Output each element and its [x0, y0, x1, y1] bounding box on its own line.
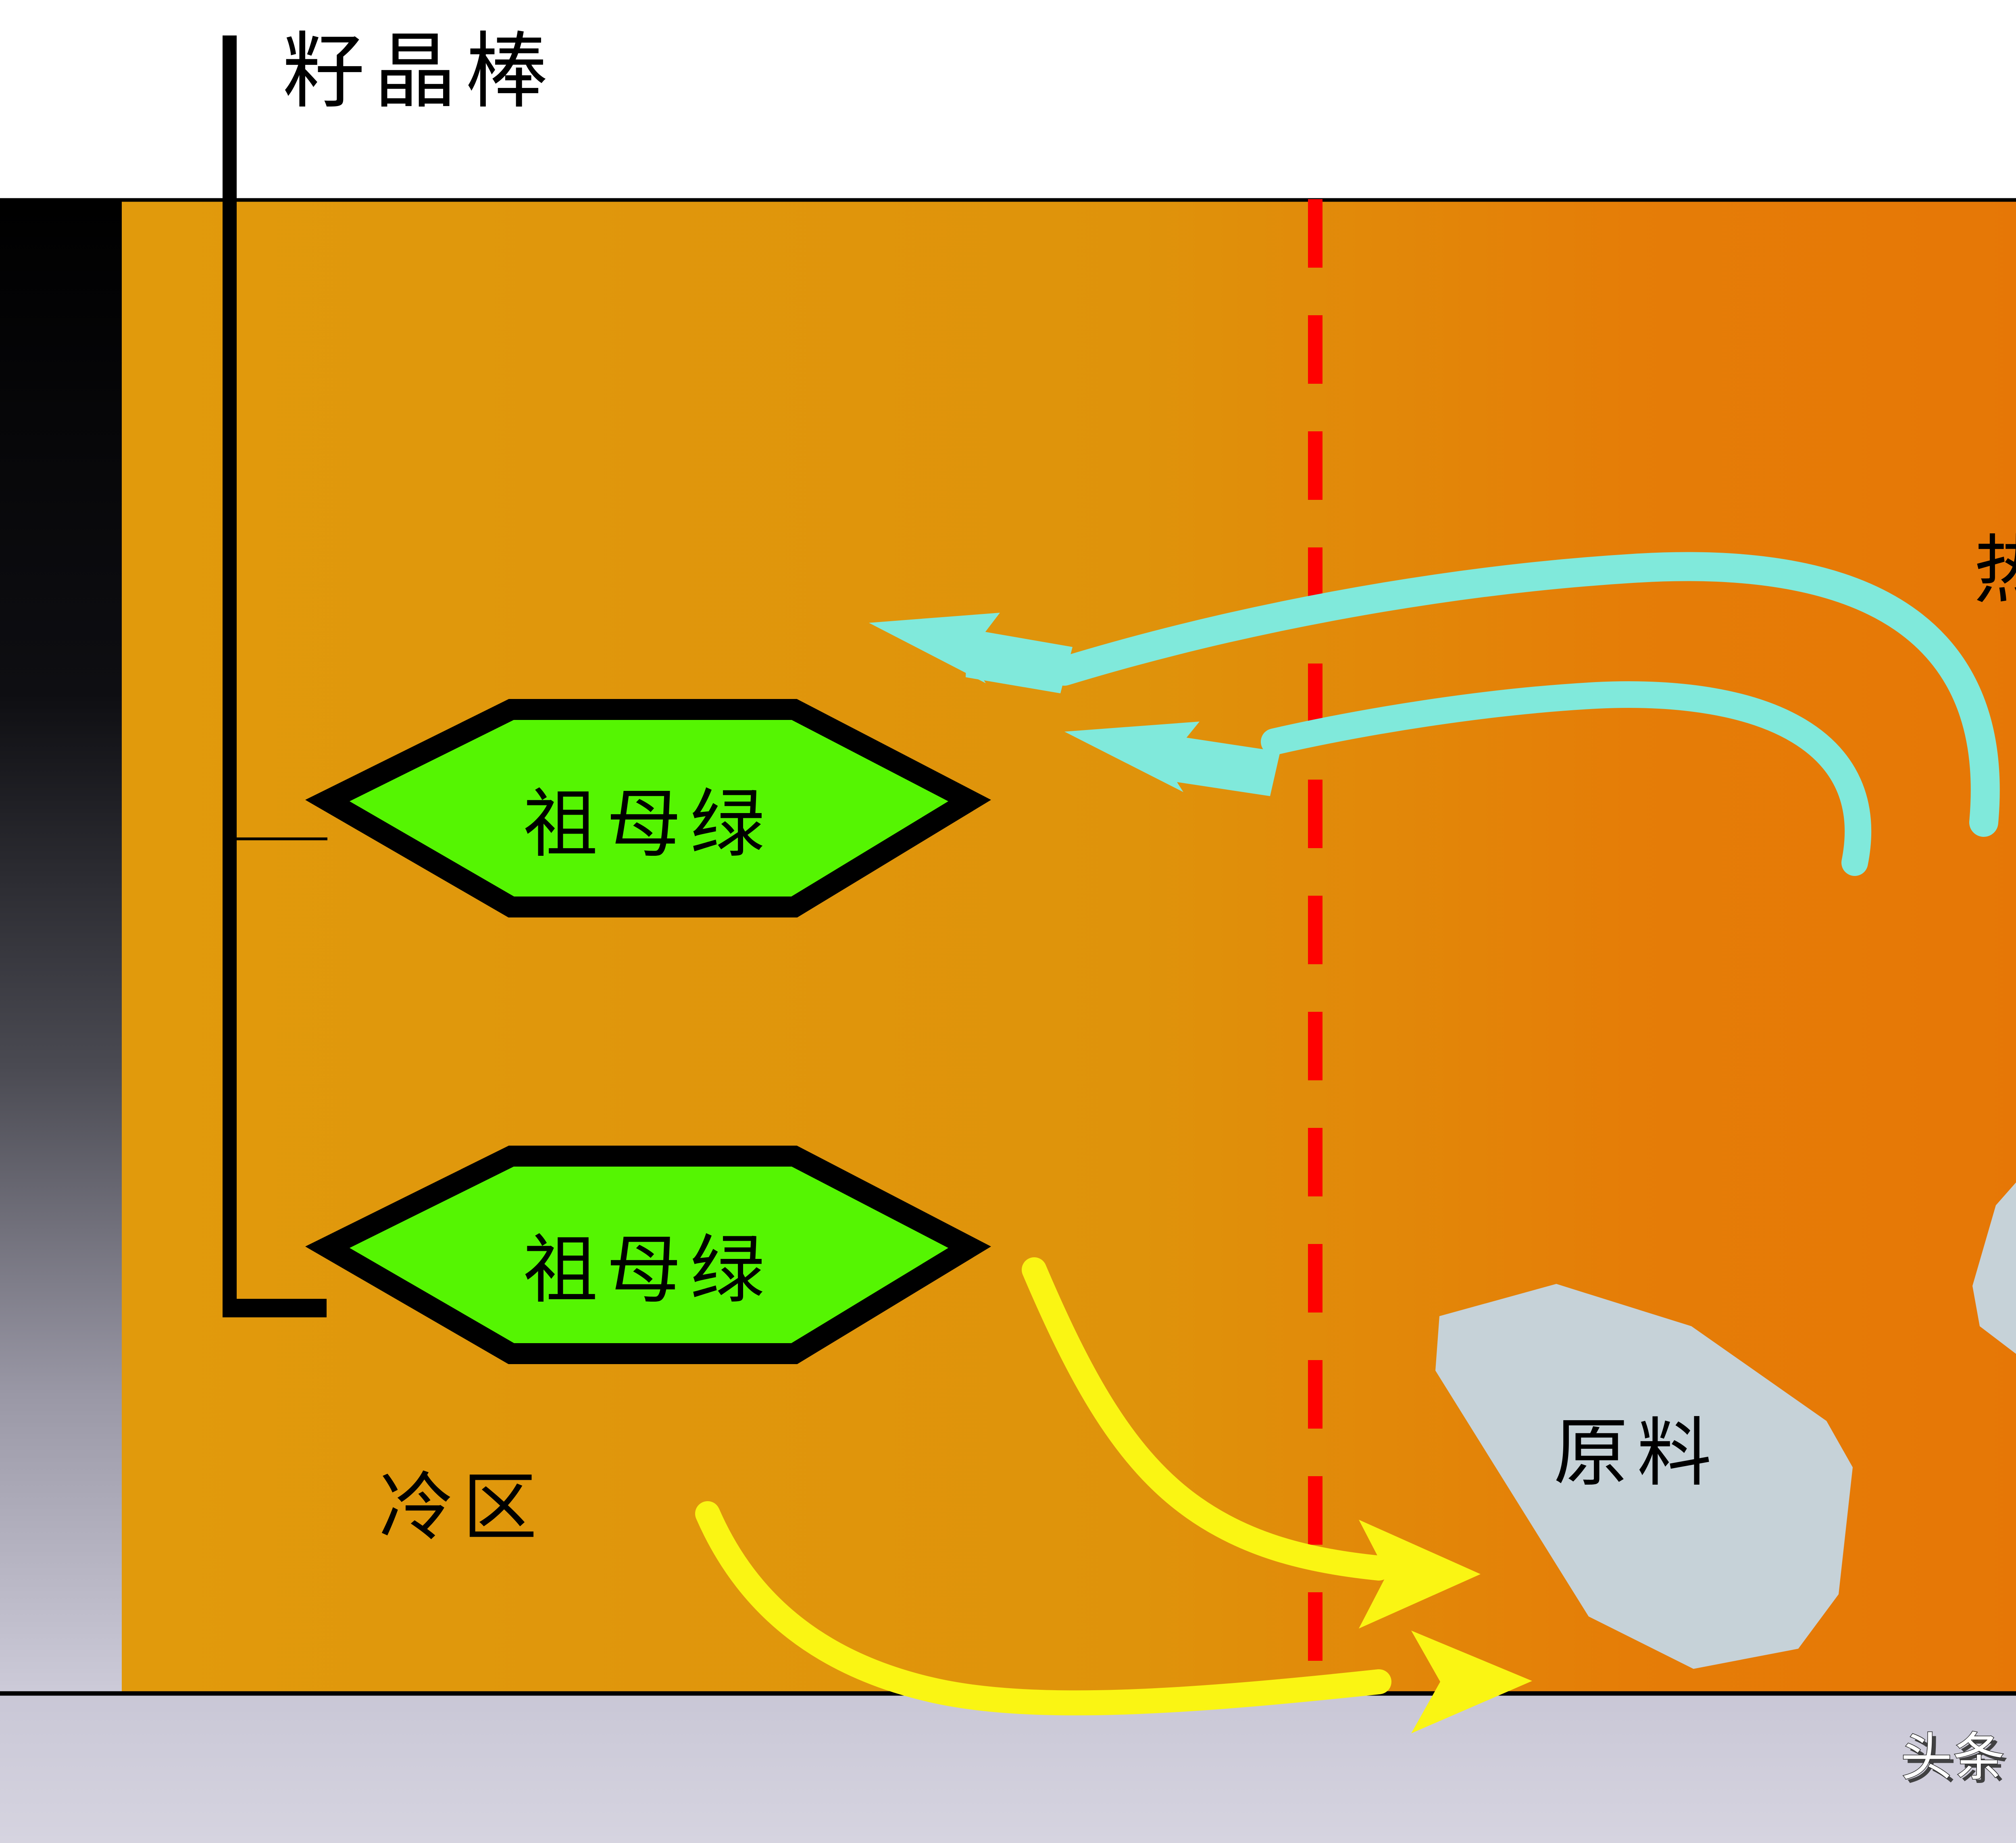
transport-arrow-lower-head [1411, 1631, 1532, 1733]
convection-arrow-outer-head-blend [966, 629, 1073, 693]
watermark-shadow: 头条 @小艾同学研究室 [1905, 1731, 2016, 1791]
emerald-crystal-upper-label: 祖母绿 [523, 780, 774, 867]
transport-arrow-upper [1022, 1257, 1391, 1581]
seed-rod-title: 籽晶棒 [282, 24, 557, 120]
feedstock-blob-left [1435, 1284, 1853, 1669]
seed-rod [223, 35, 327, 1317]
feedstock-label-left: 原料 [1554, 1409, 1720, 1496]
feedstock-blob-top-right [1972, 1182, 2016, 1354]
floor-band [0, 1693, 2016, 1843]
transport-arrow-lower [695, 1501, 1391, 1716]
transport-arrow-upper-head [1359, 1520, 1481, 1629]
emerald-crystal-lower [305, 1146, 991, 1364]
watermark: 头条 @小艾同学研究室 [1901, 1727, 2016, 1787]
emerald-crystal-upper [305, 699, 991, 917]
emerald-crystal-lower-label: 祖母绿 [523, 1226, 774, 1313]
vessel-wall-left [0, 199, 122, 1695]
convection-arrow-inner-head-blend [1163, 734, 1280, 796]
hot-zone-label: 热区 [1974, 526, 2016, 614]
convection-arrow-inner [1261, 681, 1872, 876]
convection-arrow-outer [1050, 552, 2000, 837]
cold-zone-label: 冷区 [379, 1464, 546, 1551]
